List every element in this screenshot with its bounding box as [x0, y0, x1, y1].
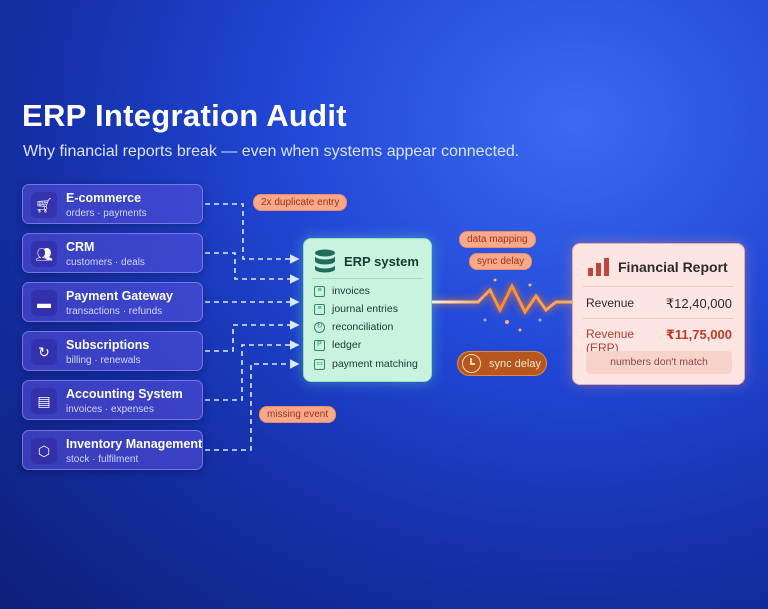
sync-delay-badge: sync delay — [469, 253, 533, 270]
erp-item: payment matching — [332, 358, 418, 370]
source-detail: transactions · refunds — [66, 306, 163, 317]
spark-particles — [483, 278, 542, 332]
source-detail: orders · payments — [66, 208, 147, 219]
source-detail: billing · renewals — [66, 355, 141, 366]
connector-accounting — [205, 340, 300, 401]
journal-icon: ≡ — [314, 303, 325, 315]
mismatch-warning: numbers don't match — [586, 351, 732, 374]
revenue-erp-value: ₹11,75,000 — [665, 327, 732, 342]
source-card[interactable]: 👥︎ CRM customers · deals — [22, 233, 203, 273]
document-icon: ▤ — [31, 388, 57, 414]
box-icon: ⬡ — [31, 438, 57, 464]
page-title: ERP Integration Audit — [22, 98, 347, 133]
flow-line — [432, 282, 572, 315]
report-title: Financial Report — [618, 259, 728, 275]
revenue-label: Revenue — [586, 296, 635, 310]
sync-delay-label: sync delay — [489, 357, 541, 370]
cart-icon: 🛒︎ — [31, 192, 57, 218]
source-card[interactable]: ▬ Payment Gateway transactions · refunds — [22, 282, 203, 322]
source-name: Inventory Management — [66, 437, 203, 451]
revenue-value: ₹12,40,000 — [665, 296, 732, 311]
ledger-icon: P — [314, 339, 325, 351]
source-name: E-commerce — [66, 191, 142, 205]
invoice-icon: ≡ — [314, 285, 325, 297]
credit-card-icon: ▬ — [31, 290, 57, 316]
source-card[interactable]: ▤ Accounting System invoices · expenses — [22, 380, 203, 420]
reconcile-icon: ↻ — [314, 321, 325, 333]
erp-system-card: ERP system ≡ invoices ≡ journal entries ↻ r… — [303, 238, 432, 382]
source-name: Accounting System — [66, 387, 183, 401]
database-icon — [315, 249, 335, 273]
source-name: Subscriptions — [66, 338, 150, 352]
connector-subscriptions — [205, 320, 300, 352]
erp-title: ERP system — [344, 253, 419, 269]
erp-item: reconciliation — [332, 321, 394, 333]
erp-item: invoices — [332, 285, 370, 297]
source-card[interactable]: ↻ Subscriptions billing · renewals — [22, 331, 203, 371]
connector-crm — [205, 252, 300, 284]
source-detail: customers · deals — [66, 257, 145, 268]
erp-item: ledger — [332, 339, 362, 351]
bar-chart-icon — [588, 258, 609, 276]
financial-report-card: Financial Report Revenue₹12,40,000 Reven… — [572, 243, 745, 385]
clock-icon — [462, 354, 481, 373]
connector-ecommerce — [205, 203, 300, 264]
source-detail: stock · fulfilment — [66, 454, 139, 465]
connector-inventory — [205, 359, 300, 451]
missing-event-badge: missing event — [259, 406, 337, 423]
users-icon: 👥︎ — [31, 241, 57, 267]
sync-delay-pill: sync delay — [457, 351, 547, 376]
source-name: Payment Gateway — [66, 289, 173, 303]
source-name: CRM — [66, 240, 95, 254]
source-detail: invoices · expenses — [66, 404, 154, 415]
data-mapping-badge: data mapping — [459, 231, 536, 248]
source-card[interactable]: 🛒︎ E-commerce orders · payments — [22, 184, 203, 224]
payment-icon: ▭ — [314, 358, 325, 370]
page-subtitle: Why financial reports break — even when … — [23, 143, 520, 160]
erp-item: journal entries — [332, 303, 398, 315]
source-card[interactable]: ⬡ Inventory Management stock · fulfilment — [22, 430, 203, 470]
duplicate-entry-badge: 2x duplicate entry — [253, 194, 348, 211]
refresh-icon: ↻ — [31, 339, 57, 365]
